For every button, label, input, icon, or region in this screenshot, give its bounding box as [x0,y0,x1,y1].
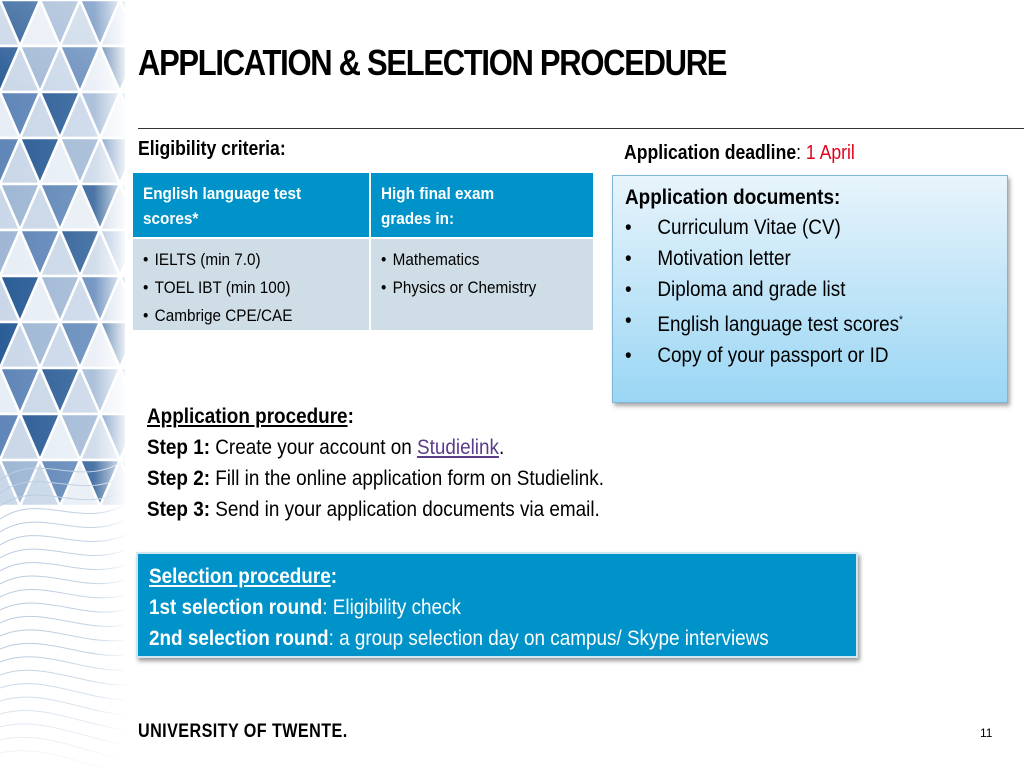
deadline-date: 1 April [805,142,855,164]
procedure-step-2: Step 2: Fill in the online application f… [147,463,604,494]
list-item: Copy of your passport or ID [625,340,958,371]
header-text: English language test scores* [143,184,302,228]
footnote-asterisk: * [899,314,903,326]
application-deadline: Application deadline: 1 April [624,142,855,165]
english-tests-list: IELTS (min 7.0) TOEL IBT (min 100) Cambr… [143,246,337,330]
list-item: Physics or Chemistry [381,274,563,302]
step-text: Create your account on [210,436,417,459]
list-item: IELTS (min 7.0) [143,246,337,274]
step-text: Fill in the online application form on S… [210,467,604,490]
list-item: Mathematics [381,246,563,274]
list-item: Motivation letter [625,243,958,274]
table-cell-english-tests: IELTS (min 7.0) TOEL IBT (min 100) Cambr… [133,239,369,330]
selection-round-1: 1st selection round: Eligibility check [149,592,775,623]
list-item: Cambrige CPE/CAE [143,302,337,330]
procedure-step-3: Step 3: Send in your application documen… [147,494,604,525]
step-end: . [498,436,505,459]
step-label: Step 2: [147,467,211,490]
list-item: Curriculum Vitae (CV) [625,212,958,243]
round-label: 2nd selection round [149,627,329,650]
title-divider [138,128,1024,129]
grades-list: Mathematics Physics or Chemistry [381,246,563,302]
round-text: : a group selection day on campus/ Skype… [328,627,769,650]
decorative-geometric-image [0,0,125,768]
list-item: TOEL IBT (min 100) [143,274,337,302]
step-text: Send in your application documents via e… [210,498,600,521]
table-cell-grades: Mathematics Physics or Chemistry [371,239,593,330]
table-header-grades: High final exam grades in: [371,173,593,237]
procedure-step-1: Step 1: Create your account on Studielin… [147,432,604,463]
slide-title: APPLICATION & SELECTION PROCEDURE [138,42,727,83]
application-procedure: Application procedure: Step 1: Create yo… [147,401,604,525]
studielink-link[interactable]: Studielink [416,436,499,459]
application-documents-box: Application documents: Curriculum Vitae … [612,175,1008,403]
round-text: : Eligibility check [322,596,461,619]
documents-list: Curriculum Vitae (CV) Motivation letter … [625,212,958,371]
procedure-colon: : [347,405,354,428]
list-item: Diploma and grade list [625,274,958,305]
list-item: English language test scores* [625,305,958,340]
page-number: 11 [980,726,993,740]
selection-colon: : [330,565,338,588]
step-label: Step 3: [147,498,211,521]
step-label: Step 1: [147,436,211,459]
selection-heading: Selection procedure [149,565,331,588]
eligibility-label: Eligibility criteria: [138,138,286,160]
selection-round-2: 2nd selection round: a group selection d… [149,623,775,654]
table-header-english: English language test scores* [133,173,369,237]
procedure-heading: Application procedure [147,405,348,428]
list-item-text: English language test scores [657,313,900,336]
round-label: 1st selection round [149,596,323,619]
documents-title: Application documents: [625,186,841,209]
header-text: High final exam grades in: [381,184,495,228]
university-logo: UNIVERSITY OF TWENTE. [138,721,348,742]
deadline-separator: : [796,142,806,164]
deadline-label: Application deadline [624,142,797,164]
selection-procedure-box: Selection procedure: 1st selection round… [136,552,858,658]
